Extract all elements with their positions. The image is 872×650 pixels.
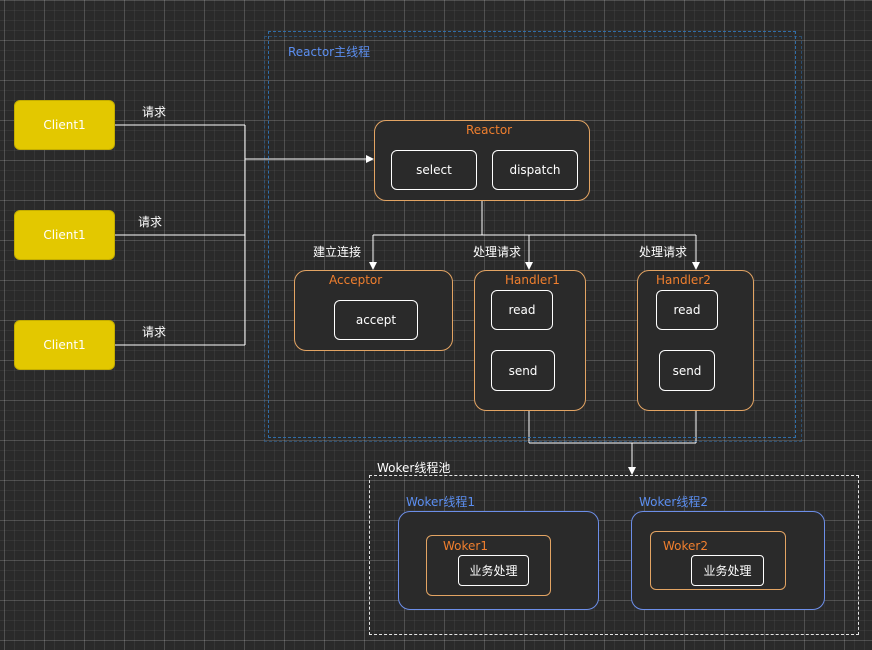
client-node-3[interactable]: Client1 [14, 320, 115, 370]
reactor-title: Reactor [466, 123, 513, 137]
reactor-main-thread-group-offset [264, 36, 802, 442]
request-label-3: 请求 [142, 325, 167, 339]
handler2-title: Handler2 [656, 273, 711, 287]
process-request-label-2: 处理请求 [639, 245, 688, 259]
handler2-send-box[interactable]: send [659, 350, 715, 391]
worker1-task-box[interactable]: 业务处理 [458, 555, 529, 586]
handler1-read-box[interactable]: read [491, 290, 553, 330]
worker1-title: Woker1 [443, 539, 488, 553]
reactor-group-title: Reactor主线程 [288, 45, 371, 59]
handler1-send-box[interactable]: send [491, 350, 555, 391]
establish-connection-label: 建立连接 [313, 245, 362, 259]
handler1-title: Handler1 [505, 273, 560, 287]
worker-thread1-title: Woker线程1 [406, 495, 475, 509]
acceptor-title: Acceptor [329, 273, 383, 287]
handler2-read-box[interactable]: read [656, 290, 718, 330]
select-box[interactable]: select [391, 150, 477, 190]
process-request-label-1: 处理请求 [473, 245, 522, 259]
client-node-1[interactable]: Client1 [14, 100, 115, 150]
client-node-2[interactable]: Client1 [14, 210, 115, 260]
request-label-2: 请求 [138, 215, 163, 229]
worker2-node[interactable] [650, 531, 786, 590]
worker-pool-title: Woker线程池 [377, 461, 451, 475]
worker-thread2-title: Woker线程2 [639, 495, 708, 509]
reactor-main-thread-group [268, 31, 796, 438]
dispatch-box[interactable]: dispatch [492, 150, 578, 190]
worker2-task-box[interactable]: 业务处理 [691, 555, 764, 586]
worker-pool-group [369, 475, 859, 635]
worker1-node[interactable] [426, 535, 551, 596]
accept-box[interactable]: accept [334, 300, 418, 340]
request-label-1: 请求 [142, 105, 167, 119]
worker2-title: Woker2 [663, 539, 708, 553]
